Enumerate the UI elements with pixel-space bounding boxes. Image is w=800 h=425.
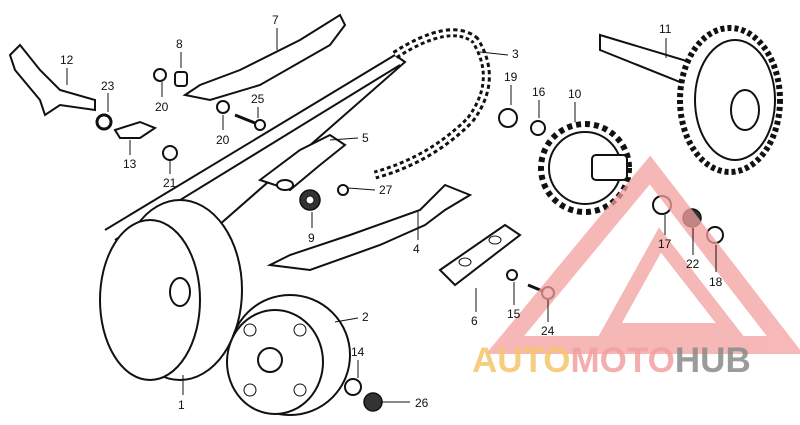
- gear-shaft-part-11: [599, 25, 783, 175]
- roller-part-9: [299, 189, 321, 211]
- callout-10: 10: [568, 87, 582, 101]
- tensioner-part-5: [257, 133, 347, 192]
- callout-26: 26: [415, 396, 429, 410]
- callout-27: 27: [379, 183, 393, 197]
- sprocket-part-10: [538, 121, 632, 215]
- callout-5: 5: [362, 131, 369, 145]
- watermark-logo: AUTOMOTOHUB: [472, 341, 751, 380]
- callout-16: 16: [532, 85, 546, 99]
- callout-20b: 20: [216, 133, 230, 147]
- drive-chain: [373, 28, 491, 180]
- nut-part-26: [363, 392, 383, 412]
- callout-11: 11: [659, 22, 672, 36]
- washer-part-14: [344, 378, 362, 396]
- bracket-part-4: [266, 183, 473, 272]
- callout-20a: 20: [155, 100, 169, 114]
- leader-lines: [66, 28, 717, 403]
- callout-14: 14: [351, 345, 365, 359]
- callout-1: 1: [178, 398, 185, 412]
- callout-15: 15: [507, 307, 521, 321]
- callout-23: 23: [101, 79, 115, 93]
- bolt-part-25: [234, 113, 266, 131]
- callout-13: 13: [123, 157, 137, 171]
- svg-text:AUTOMOTOHUB: AUTOMOTOHUB: [472, 341, 751, 380]
- callout-12: 12: [60, 53, 74, 67]
- callout-24: 24: [541, 324, 555, 338]
- pulley-part-1: [99, 199, 243, 381]
- plate-part-13: [113, 120, 158, 139]
- ring-part-23: [95, 113, 113, 131]
- callout-18: 18: [709, 275, 723, 289]
- washer-part-19: [498, 108, 518, 128]
- bushing-part-8: [174, 71, 188, 87]
- nut-part-16: [530, 120, 546, 136]
- washer-part-27: [337, 184, 349, 196]
- watermark-auto: AUTO: [472, 341, 571, 380]
- callout-3: 3: [512, 47, 519, 61]
- kick-arm-part-12: [8, 43, 96, 117]
- callout-25: 25: [251, 92, 265, 106]
- callout-6: 6: [471, 314, 478, 328]
- callout-labels: 1 2 3 4 5 6 7 8 9 10 11 12 13 14 15 16 1…: [60, 13, 723, 412]
- watermark-moto: MOTO: [571, 341, 675, 380]
- callout-21: 21: [163, 176, 177, 190]
- callout-9: 9: [308, 231, 315, 245]
- washer-part-15: [506, 269, 518, 281]
- callout-17: 17: [658, 237, 672, 251]
- clutch-part-2: [226, 294, 351, 416]
- callout-4: 4: [413, 242, 420, 256]
- callout-22: 22: [686, 257, 700, 271]
- arm-part-7: [182, 13, 347, 102]
- link-plate-part-6: [438, 223, 522, 287]
- callout-2: 2: [362, 310, 369, 324]
- callout-7: 7: [272, 13, 279, 27]
- watermark-hub: HUB: [675, 341, 751, 380]
- callout-8: 8: [176, 37, 183, 51]
- watermark-triangle: [485, 155, 800, 354]
- callout-19: 19: [504, 70, 518, 84]
- washer-part-20a: [153, 68, 167, 82]
- washer-part-20b: [216, 100, 230, 114]
- nut-part-21: [162, 145, 178, 161]
